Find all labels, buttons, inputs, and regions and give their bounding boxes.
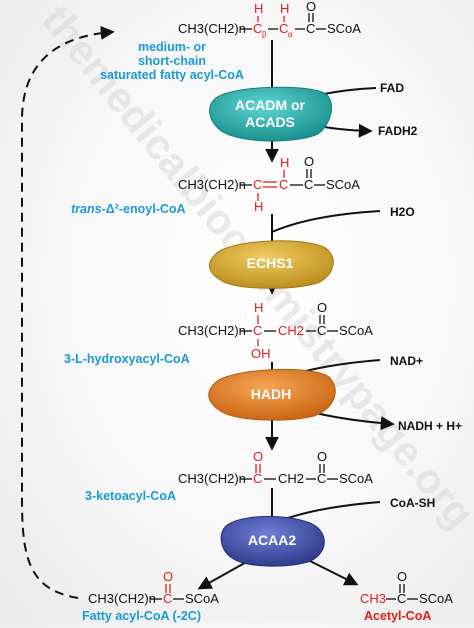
hydroxy-ch2: CH2 [278, 323, 304, 338]
coash-text: CoA-SH [390, 496, 435, 510]
acetyl-carbonyl-c: C [397, 591, 406, 606]
fatty-oxygen: O [163, 569, 173, 584]
hydroxy-oh: OH [251, 346, 271, 361]
hydroxy-c3: C [253, 323, 262, 338]
fatty-formula: CH3(CH2)n [88, 591, 156, 606]
hydroxy-formula: CH3(CH2)n [178, 323, 246, 338]
fatty-acyl-product: CH3(CH2)n C O SCoA [88, 569, 219, 606]
substrate-label-line1: medium- or [138, 40, 206, 54]
enzyme-1-line1: ACADM or [235, 97, 306, 113]
enoyl-structure: CH3(CH2)n C C H H C O SCoA [178, 154, 360, 214]
acetyl-scoa: SCoA [419, 591, 453, 606]
ketoacyl-label: 3-ketoacyl-CoA [85, 489, 176, 503]
fad-text: FAD [380, 81, 404, 95]
carbonyl-carbon: C [306, 21, 315, 36]
substrate-label-line3: saturated fatty acyl-CoA [100, 68, 244, 82]
keto-formula: CH3(CH2)n [178, 471, 246, 486]
fatty-scoa: SCoA [185, 591, 219, 606]
fadh2-text: FADH2 [378, 124, 418, 138]
beta-hydrogen: H [254, 1, 263, 16]
enzyme-hadh [208, 368, 336, 421]
acetyl-ch3: CH3 [360, 591, 386, 606]
keto-ch2: CH2 [278, 471, 304, 486]
carbonyl-oxygen: O [306, 0, 316, 14]
enzyme-3-label: HADH [251, 386, 291, 402]
beta-label: β [262, 30, 267, 39]
keto-carbonyl-oxygen: O [317, 449, 327, 464]
enoyl-h-bottom: H [254, 199, 263, 214]
acetyl-oxygen: O [397, 569, 407, 584]
water-in-arrow [271, 210, 381, 233]
keto-oxygen: O [253, 449, 263, 464]
arrow-to-fatty-acyl [197, 559, 251, 590]
enoyl-formula: CH3(CH2)n [178, 177, 246, 192]
keto-c3: C [253, 471, 262, 486]
enoyl-h-top: H [280, 155, 289, 170]
enzyme-acaa2 [220, 515, 325, 567]
enoyl-scoa: SCoA [326, 177, 360, 192]
acetyl-label: Acetyl-CoA [364, 609, 431, 623]
hydroxy-oxygen: O [317, 300, 327, 315]
enzyme-echs1 [208, 240, 334, 289]
enoyl-label-rest: -Δ²-enoyl-CoA [102, 202, 186, 216]
water-text: H2O [390, 205, 415, 219]
hydroxyacyl-label: 3-L-hydroxyacyl-CoA [64, 352, 190, 366]
recycle-dashed-arrow [21, 25, 115, 599]
fatty-acyl-label: Fatty acyl-CoA (-2C) [82, 609, 201, 623]
enzyme-acadm-acads [209, 86, 332, 142]
hydroxy-h: H [254, 300, 263, 315]
enoyl-label: trans-Δ²-enoyl-CoA [71, 202, 186, 216]
beta-carbon: C [253, 21, 262, 36]
enoyl-c2: C [279, 177, 288, 192]
nad-text: NAD+ [390, 354, 423, 368]
fatty-carbonyl-c: C [163, 591, 172, 606]
keto-carbonyl-c: C [317, 471, 326, 486]
nadh-text: NADH + H+ [398, 419, 462, 433]
enoyl-c3: C [253, 177, 262, 192]
acetyl-product: CH3 C O SCoA [360, 569, 453, 606]
hydroxy-scoa: SCoA [339, 323, 373, 338]
hydroxyacyl-structure: CH3(CH2)n C H OH CH2 C O SCoA [178, 300, 373, 361]
alpha-label: α [288, 30, 293, 39]
alpha-carbon: C [279, 21, 288, 36]
enoyl-label-italic: trans [71, 202, 102, 216]
ketoacyl-structure: CH3(CH2)n C O CH2 C O SCoA [178, 449, 373, 486]
keto-scoa: SCoA [339, 471, 373, 486]
hydroxy-carbonyl-c: C [317, 323, 326, 338]
enoyl-oxygen: O [304, 154, 314, 169]
substrate-structure: CH3(CH2)n C β C α H H C O SCoA [178, 0, 361, 39]
substrate-formula: CH3(CH2)n [178, 21, 246, 36]
enzyme-1-line2: ACADS [245, 114, 295, 130]
substrate-label-line2: short-chain [138, 54, 206, 68]
enzyme-4-label: ACAA2 [248, 532, 296, 548]
scoa-group: SCoA [327, 21, 361, 36]
alpha-hydrogen: H [280, 1, 289, 16]
enzyme-2-label: ECHS1 [247, 255, 294, 271]
enoyl-carbonyl-c: C [304, 177, 313, 192]
